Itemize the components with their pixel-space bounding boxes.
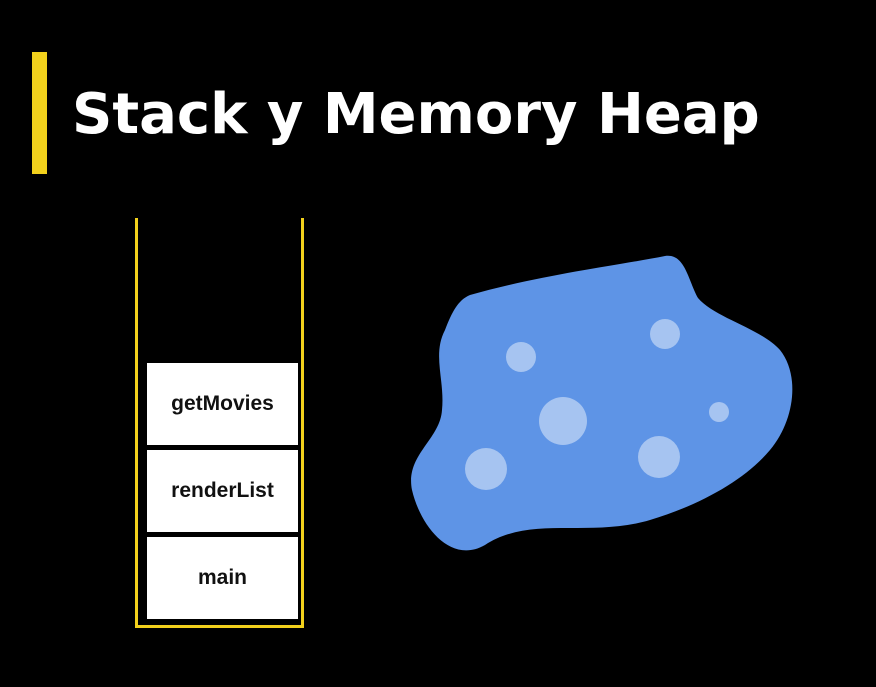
heap-blob — [411, 255, 793, 551]
heap-object — [539, 397, 587, 445]
memory-heap — [411, 255, 793, 551]
stack-frame-label: renderList — [171, 479, 274, 502]
slide-title: Stack y Memory Heap — [72, 82, 760, 147]
stack-frame-label: main — [197, 566, 247, 589]
stack-frame-getmovies: getMovies — [147, 363, 298, 445]
stack-frame-main: main — [147, 537, 298, 619]
heap-object — [506, 342, 536, 372]
stack-frames: getMovies renderList main — [147, 363, 298, 619]
call-stack: getMovies renderList main — [135, 218, 304, 628]
heap-object — [709, 402, 729, 422]
stack-frame-renderlist: renderList — [147, 450, 298, 532]
title-accent-bar — [32, 52, 47, 174]
heap-object — [638, 436, 680, 478]
stack-frame-label: getMovies — [171, 392, 274, 415]
heap-objects — [465, 319, 729, 490]
heap-object — [650, 319, 680, 349]
heap-object — [465, 448, 507, 490]
